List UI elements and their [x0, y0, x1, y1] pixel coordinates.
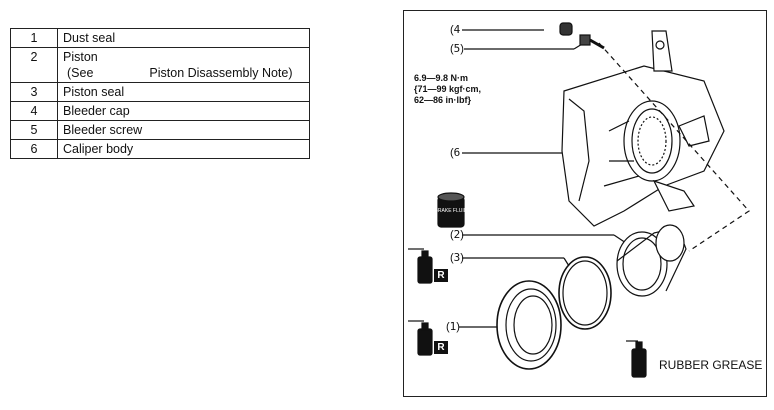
piston-seal-icon	[558, 256, 612, 330]
part-number: 1	[10, 28, 58, 48]
part-name-cell: Piston (See Piston Disassembly Note)	[57, 47, 310, 83]
dust-seal-icon	[496, 280, 562, 370]
part-name: Bleeder cap	[57, 101, 310, 121]
assembly-axis-line	[598, 42, 750, 252]
part-number: 4	[10, 101, 58, 121]
callout-5: (5)	[450, 42, 464, 56]
table-row: 5 Bleeder screw	[10, 120, 310, 140]
table-row: 6 Caliper body	[10, 139, 310, 159]
diagram-drawing: BRAKE FLUID	[408, 22, 750, 378]
callout-3: (3)	[450, 251, 464, 265]
parts-table: 1 Dust seal 2 Piston (See Piston Disassem…	[10, 28, 310, 159]
grease-tube-icon	[408, 248, 433, 284]
note-link-text: Piston Disassembly Note)	[149, 66, 293, 80]
part-name: Bleeder screw	[57, 120, 310, 140]
table-row: 3 Piston seal	[10, 82, 310, 102]
callout-4: (4	[450, 23, 461, 37]
callout-6: (6	[450, 146, 461, 160]
note-prefix: (See	[67, 66, 94, 80]
torque-spec: 6.9—9.8 N·m {71—99 kgf·cm, 62—86 in·lbf}	[414, 73, 481, 106]
part-number: 6	[10, 139, 58, 159]
caliper-body-icon	[561, 30, 725, 227]
r-badge: R	[434, 269, 448, 282]
caliper-exploded-diagram: BRAKE FLUID (4 (5) 6.9—9.8 N·m {71—99	[403, 10, 767, 397]
part-name: Piston	[63, 50, 98, 64]
grease-tube-icon	[408, 320, 433, 356]
table-row: 2 Piston (See Piston Disassembly Note)	[10, 47, 310, 83]
part-note: (See Piston Disassembly Note)	[63, 65, 304, 81]
part-number: 3	[10, 82, 58, 102]
torque-line-1: 6.9—9.8 N·m	[414, 73, 469, 83]
part-number: 5	[10, 120, 58, 140]
piston-icon	[616, 224, 687, 297]
part-name: Caliper body	[57, 139, 310, 159]
rubber-grease-label: RUBBER GREASE	[659, 358, 763, 372]
bleeder-cap-icon	[559, 22, 573, 36]
r-badge: R	[434, 341, 448, 354]
table-row: 1 Dust seal	[10, 28, 310, 48]
callout-2: (2)	[450, 228, 464, 242]
torque-line-2: {71—99 kgf·cm,	[414, 84, 482, 94]
part-number: 2	[10, 47, 58, 83]
bleeder-screw-icon	[579, 34, 605, 50]
callout-1: (1)	[446, 320, 460, 334]
table-row: 4 Bleeder cap	[10, 101, 310, 121]
brake-fluid-can-icon: BRAKE FLUID	[435, 192, 468, 228]
brake-fluid-label: BRAKE FLUID	[435, 208, 468, 214]
torque-line-3: 62—86 in·lbf}	[414, 95, 472, 105]
part-name: Piston seal	[57, 82, 310, 102]
part-name: Dust seal	[57, 28, 310, 48]
rubber-grease-tube-icon	[626, 340, 647, 378]
